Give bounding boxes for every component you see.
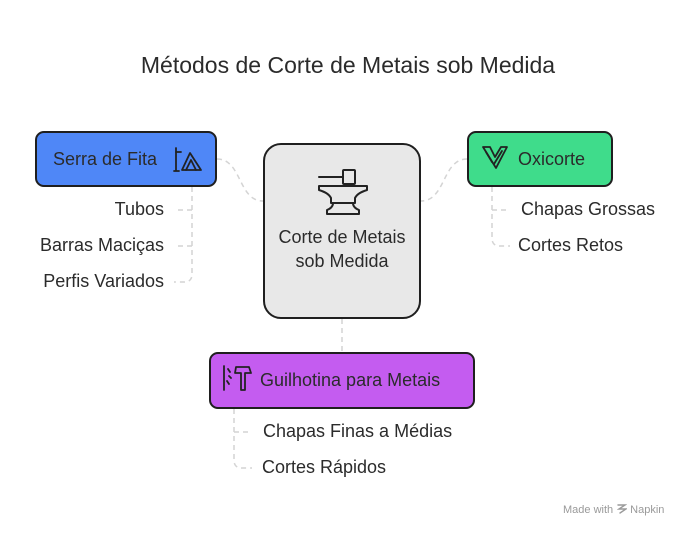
method-label: Guilhotina para Metais [260, 370, 441, 390]
connector-serra-center [216, 158, 264, 202]
anvil-icon [317, 167, 369, 224]
list-item: Perfis Variados [43, 271, 164, 291]
list-item: Barras Maciças [39, 235, 164, 255]
method-label: Oxicorte [518, 148, 586, 169]
list-item: Cortes Retos [518, 235, 624, 255]
connector-guilhotina-items [233, 409, 252, 469]
diagram-title: Métodos de Corte de Metais sob Medida [140, 52, 556, 78]
napkin-logo-icon [616, 503, 629, 517]
connector-serra-items [174, 187, 193, 283]
list-item: Cortes Rápidos [262, 457, 387, 477]
connector-oxi-items [491, 187, 510, 247]
list-item: Chapas Finas a Médias [263, 421, 453, 441]
method-box-guilhotina: Guilhotina para Metais [209, 352, 475, 409]
list-item: Chapas Grossas [521, 199, 656, 219]
hammer-icon [221, 363, 253, 398]
connector-oxi-center [420, 158, 468, 202]
footer-brand: Napkin [630, 504, 665, 516]
method-box-oxicorte: Oxicorte [467, 131, 613, 187]
list-item: Tubos [114, 199, 164, 219]
torch-icon [480, 142, 510, 177]
napkin-watermark: Made with Napkin [563, 503, 664, 517]
bandsaw-icon [173, 144, 205, 181]
footer-text: Made with [563, 504, 614, 516]
method-label: Serra de Fita [53, 148, 158, 169]
central-topic-label: Corte de Metais sob Medida [278, 227, 406, 271]
central-topic-box: Corte de Metais sob Medida [263, 143, 421, 319]
method-box-serra-de-fita: Serra de Fita [35, 131, 217, 187]
